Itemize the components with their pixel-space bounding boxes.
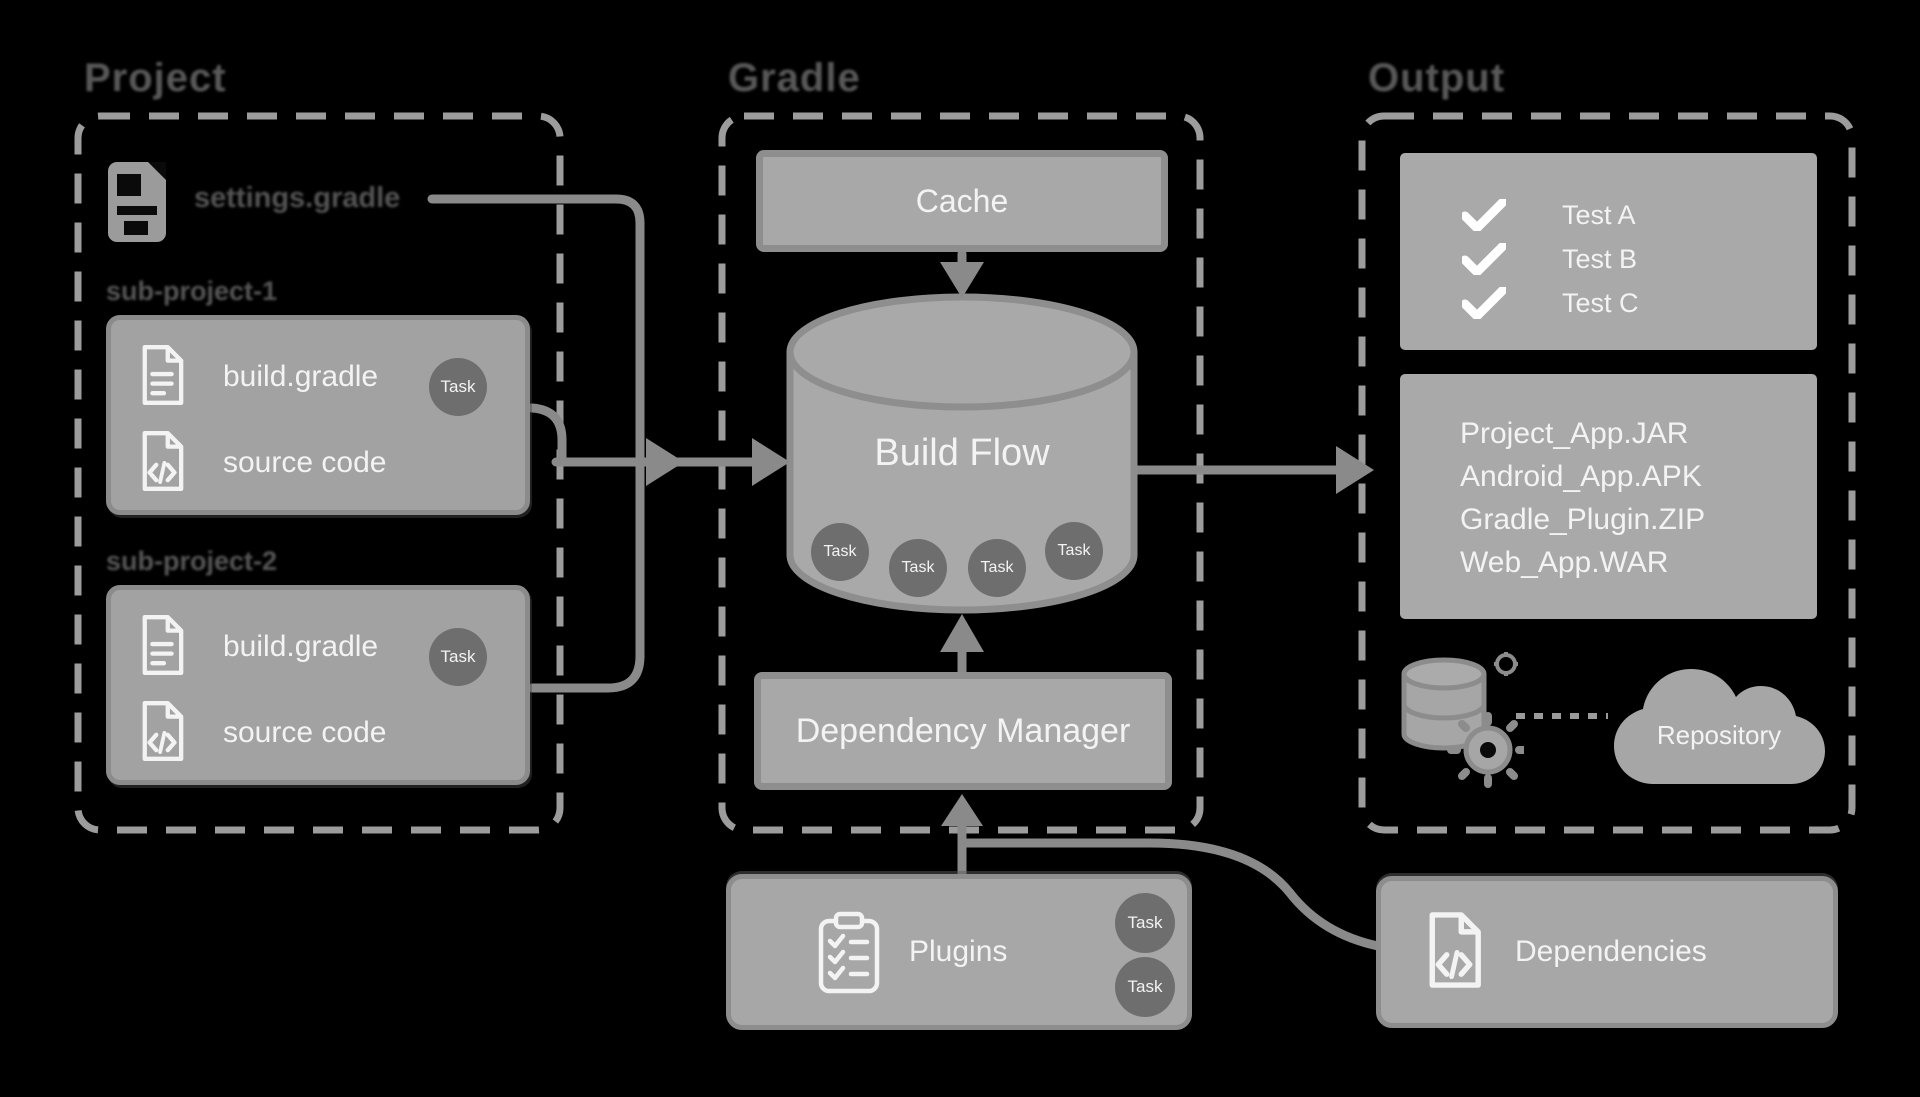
plugins-up-arrowhead (941, 794, 983, 826)
plugin-task-badge: Task (1115, 893, 1175, 953)
gradle-section-title: Gradle (728, 56, 861, 100)
arrowheads (646, 262, 1374, 826)
build-flow-task-badge: Task (889, 539, 947, 597)
plugin-task-badge: Task (1115, 957, 1175, 1017)
checkmark-icon (1462, 243, 1506, 275)
cache-box: Cache (756, 150, 1168, 252)
plugins-label: Plugins (909, 935, 1008, 968)
test-label: Test A (1562, 199, 1636, 230)
output-section-title: Output (1368, 56, 1506, 100)
artifact-name: Web_App.WAR (1460, 546, 1669, 579)
test-result-row: Test A (1462, 193, 1817, 237)
subproject-2-label: sub-project-2 (106, 546, 278, 576)
build-gradle-label: build.gradle (223, 360, 379, 393)
code-file-icon (139, 700, 185, 762)
mid-arrowhead (646, 438, 684, 486)
plugins-box: Plugins Task Task (726, 874, 1192, 1030)
repository-label: Repository (1656, 720, 1782, 750)
settings-gradle-label: settings.gradle (194, 182, 401, 214)
build-gradle-label: build.gradle (223, 630, 379, 663)
build-flow-task-badge: Task (811, 523, 869, 581)
dependencies-box: Dependencies (1376, 876, 1838, 1028)
subproject1-to-junction-line (527, 403, 567, 467)
dependencies-label: Dependencies (1515, 935, 1707, 968)
dependency-manager-label: Dependency Manager (795, 711, 1131, 750)
into-buildflow-arrowhead (752, 438, 790, 486)
plugins-checklist-icon (817, 911, 881, 995)
artifact-name: Android_App.APK (1460, 460, 1702, 493)
build-flow-task-badge: Task (1045, 522, 1103, 580)
checkmark-icon (1462, 287, 1506, 319)
database-gear-icon (1396, 650, 1524, 788)
output-section-border (1358, 112, 1856, 834)
test-label: Test B (1562, 243, 1638, 274)
task-badge: Task (429, 358, 487, 416)
artifact-name: Project_App.JAR (1460, 417, 1689, 450)
project-section-title: Project (84, 56, 227, 100)
document-icon (139, 344, 185, 406)
cache-label: Cache (915, 182, 1009, 219)
test-label: Test C (1562, 287, 1639, 318)
into-output-arrowhead (1336, 446, 1374, 494)
subproject2-to-junction-line (527, 457, 645, 693)
settings-gradle-file-icon (104, 158, 172, 246)
artifact-name: Gradle_Plugin.ZIP (1460, 503, 1706, 536)
build-flow-label: Build Flow (874, 432, 1050, 474)
test-result-row: Test B (1462, 237, 1817, 281)
tests-box: Test A Test B Test C (1400, 153, 1817, 350)
cache-down-arrowhead (940, 262, 984, 298)
subproject-2-box: build.gradle Task source code (106, 585, 530, 785)
source-code-label: source code (223, 716, 387, 749)
task-badge: Task (429, 628, 487, 686)
connector-lines (427, 194, 1383, 951)
dependencies-to-depmanager-curve (957, 838, 1383, 951)
depmanager-up-arrowhead (940, 614, 984, 652)
code-file-icon (139, 430, 185, 492)
code-file-icon (1425, 911, 1483, 989)
build-flow-task-badge: Task (968, 539, 1026, 597)
document-icon (139, 614, 185, 676)
artifacts-box: Project_App.JAR Android_App.APK Gradle_P… (1400, 374, 1817, 619)
project-section-border (74, 112, 564, 834)
checkmark-icon (1462, 199, 1506, 231)
subproject-1-box: build.gradle Task source code (106, 315, 530, 515)
source-code-label: source code (223, 446, 387, 479)
settings-to-junction-line (427, 194, 645, 467)
test-result-row: Test C (1462, 281, 1817, 325)
repository-cloud: Repository (1594, 646, 1844, 794)
dependency-manager-box: Dependency Manager (754, 672, 1172, 790)
subproject-1-label: sub-project-1 (106, 276, 278, 306)
